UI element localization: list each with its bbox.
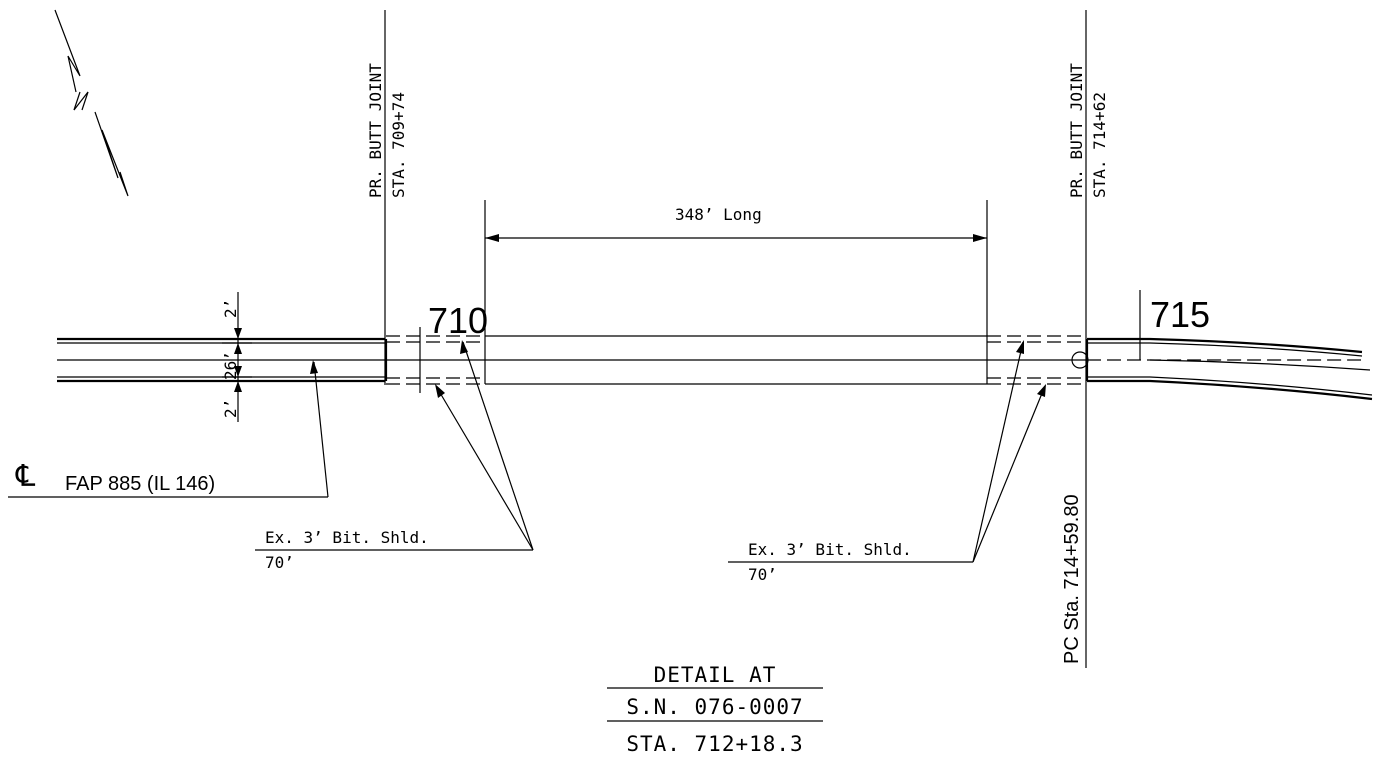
station-710-label: 710	[428, 300, 488, 341]
butt-joint-right-line2: STA. 714+62	[1090, 92, 1109, 198]
title-line3: STA. 712+18.3	[626, 732, 803, 756]
shoulder-right-line2: 70’	[748, 565, 777, 584]
left-roadway	[57, 337, 385, 383]
right-roadway	[1087, 337, 1373, 401]
bridge-deck	[484, 200, 988, 385]
north-arrow-icon	[54, 9, 129, 197]
title-line2: S.N. 076-0007	[626, 695, 803, 719]
pc-station-label: PC Sta. 714+59.80	[1061, 494, 1083, 664]
width-dimension	[222, 292, 252, 422]
dim-top-label: 2’	[221, 299, 240, 318]
shoulder-zone-right	[987, 335, 1086, 385]
centerline-label: FAP 885 (IL 146)	[65, 473, 215, 495]
shoulder-right-line1: Ex. 3’ Bit. Shld.	[748, 540, 912, 559]
shoulder-right-leader	[728, 340, 1046, 563]
shoulder-left-line2: 70’	[265, 553, 294, 572]
butt-joint-left-line1: PR. BUTT JOINT	[366, 63, 385, 198]
shoulder-left-leader	[255, 340, 534, 551]
centerline-symbol: ℄	[15, 460, 36, 493]
dim-mid-label: 26’	[221, 351, 240, 380]
dimension-long-label: 348’ Long	[675, 205, 762, 224]
dimension-348-long	[485, 234, 987, 242]
centerline-leader	[8, 360, 329, 498]
title-line1: DETAIL AT	[654, 663, 777, 687]
shoulder-left-line1: Ex. 3’ Bit. Shld.	[265, 528, 429, 547]
shoulder-zone-left	[386, 335, 485, 385]
station-715-label: 715	[1150, 294, 1210, 335]
title-block	[607, 687, 823, 722]
butt-joint-right-line1: PR. BUTT JOINT	[1067, 63, 1086, 198]
dim-bottom-label: 2’	[221, 399, 240, 418]
butt-joint-left-line2: STA. 709+74	[389, 92, 408, 198]
